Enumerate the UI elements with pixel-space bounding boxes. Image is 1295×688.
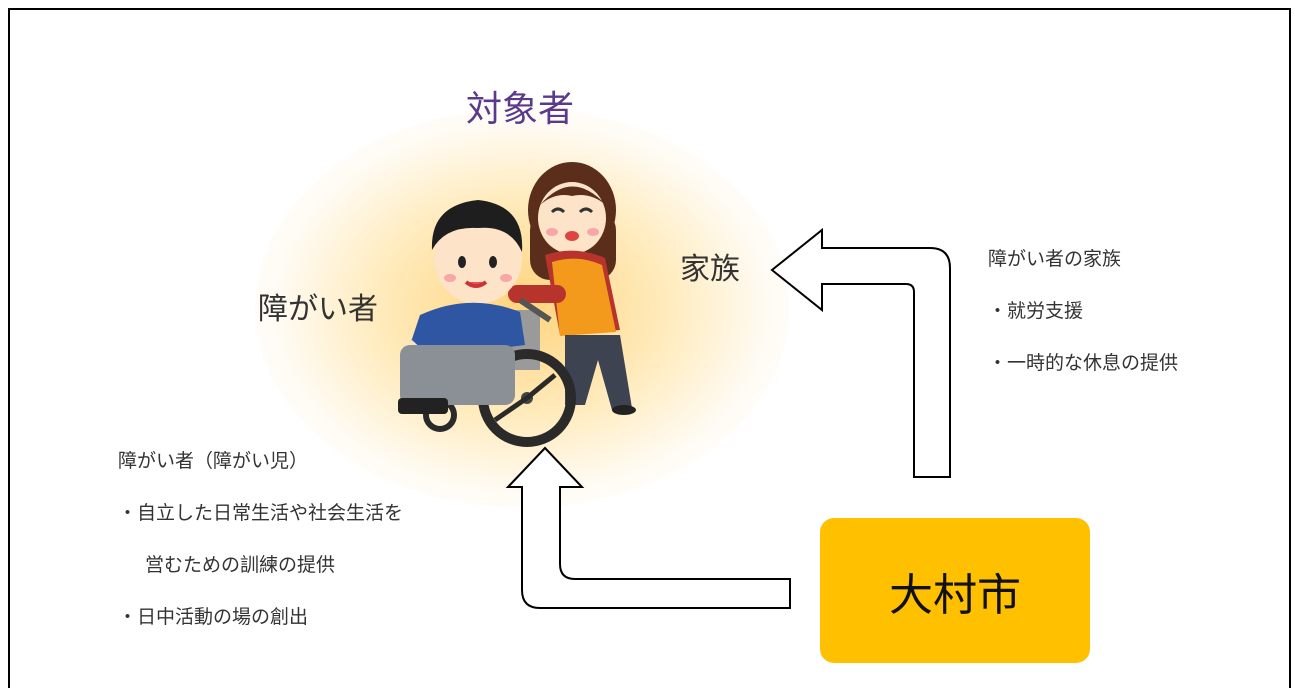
family-support-item: ・就労支援: [988, 300, 1084, 322]
disabled-support-line: 営むための訓練の提供: [145, 554, 336, 576]
disabled-support-line: ・日中活動の場の創出: [118, 606, 309, 628]
arrow-to-disabled: [505, 446, 791, 609]
family-support-heading: 障がい者の家族: [988, 248, 1122, 270]
provider-box: 大村市: [820, 518, 1090, 663]
diagram-graphics: [398, 162, 951, 609]
disabled-person-illustration: [398, 200, 525, 414]
target-group-title: 対象者: [465, 89, 574, 130]
arrow-to-family: [770, 227, 951, 478]
disabled-support-heading: 障がい者（障がい児）: [118, 450, 309, 472]
family-label: 家族: [680, 252, 740, 287]
disabled-support-line: ・自立した日常生活や社会生活を: [118, 502, 404, 524]
caregiver-illustration: [508, 162, 636, 415]
diagram-frame: [8, 8, 1291, 688]
wheelchair-illustration: [423, 297, 576, 447]
provider-label: 大村市: [889, 569, 1021, 621]
family-support-item: ・一時的な休息の提供: [988, 352, 1179, 374]
disabled-person-label: 障がい者: [258, 292, 378, 327]
